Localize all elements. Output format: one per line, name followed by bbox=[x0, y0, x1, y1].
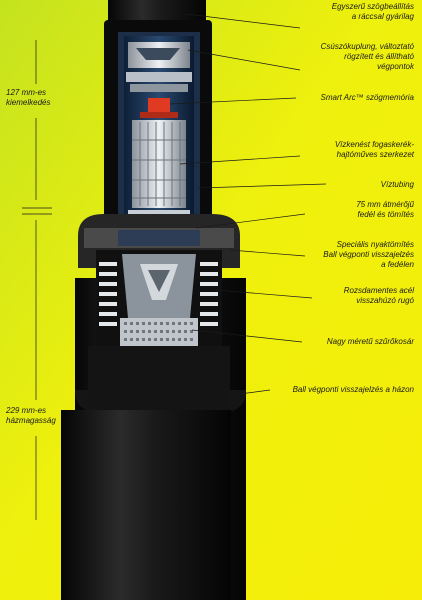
label-gear-drive: Vízkenést fogaskerék- hajtóműves szerkez… bbox=[334, 140, 414, 159]
label-cap-seal: 75 mm átmérőjű fedél és tömítés bbox=[356, 200, 414, 219]
leader-lines bbox=[22, 13, 327, 520]
clutch-ring bbox=[126, 72, 192, 82]
gear-lines bbox=[132, 122, 186, 206]
spring-coils-left bbox=[99, 262, 117, 326]
label-pop-up-height: 127 mm-es kiemelkedés bbox=[6, 88, 51, 107]
filter-mesh bbox=[124, 322, 193, 341]
clutch-ring-2 bbox=[130, 84, 188, 92]
valve-arrow bbox=[148, 270, 170, 292]
smart-arc-memory bbox=[148, 98, 170, 112]
housing-bottom bbox=[61, 410, 231, 600]
nozzle-notch bbox=[136, 48, 180, 60]
cap-inner bbox=[118, 230, 200, 246]
label-water-tube: Víztubing bbox=[380, 180, 414, 189]
label-smart-arc: Smart Arc™ szögmemória bbox=[320, 93, 415, 102]
label-housing: Ball végponti visszajelzés a házon bbox=[292, 385, 414, 394]
label-check-valve: Speciális nyaktömítés Ball végponti viss… bbox=[323, 240, 414, 269]
label-fix-stops: Csúszókuplung, változtató rögzített és á… bbox=[320, 42, 414, 71]
label-body-height: 229 mm-es házmagasság bbox=[6, 406, 56, 425]
lower-wall bbox=[88, 346, 230, 410]
label-top-adjust: Egyszerű szögbeállítás a ráccsal gyárila… bbox=[331, 2, 414, 21]
gear-stack bbox=[132, 120, 186, 208]
label-filter: Nagy méretű szűrőkosár bbox=[326, 337, 414, 346]
label-spring: Rozsdamentes acél visszahúzó rugó bbox=[343, 286, 414, 305]
spring-coils-right bbox=[200, 262, 218, 326]
smart-arc-base bbox=[140, 112, 178, 118]
